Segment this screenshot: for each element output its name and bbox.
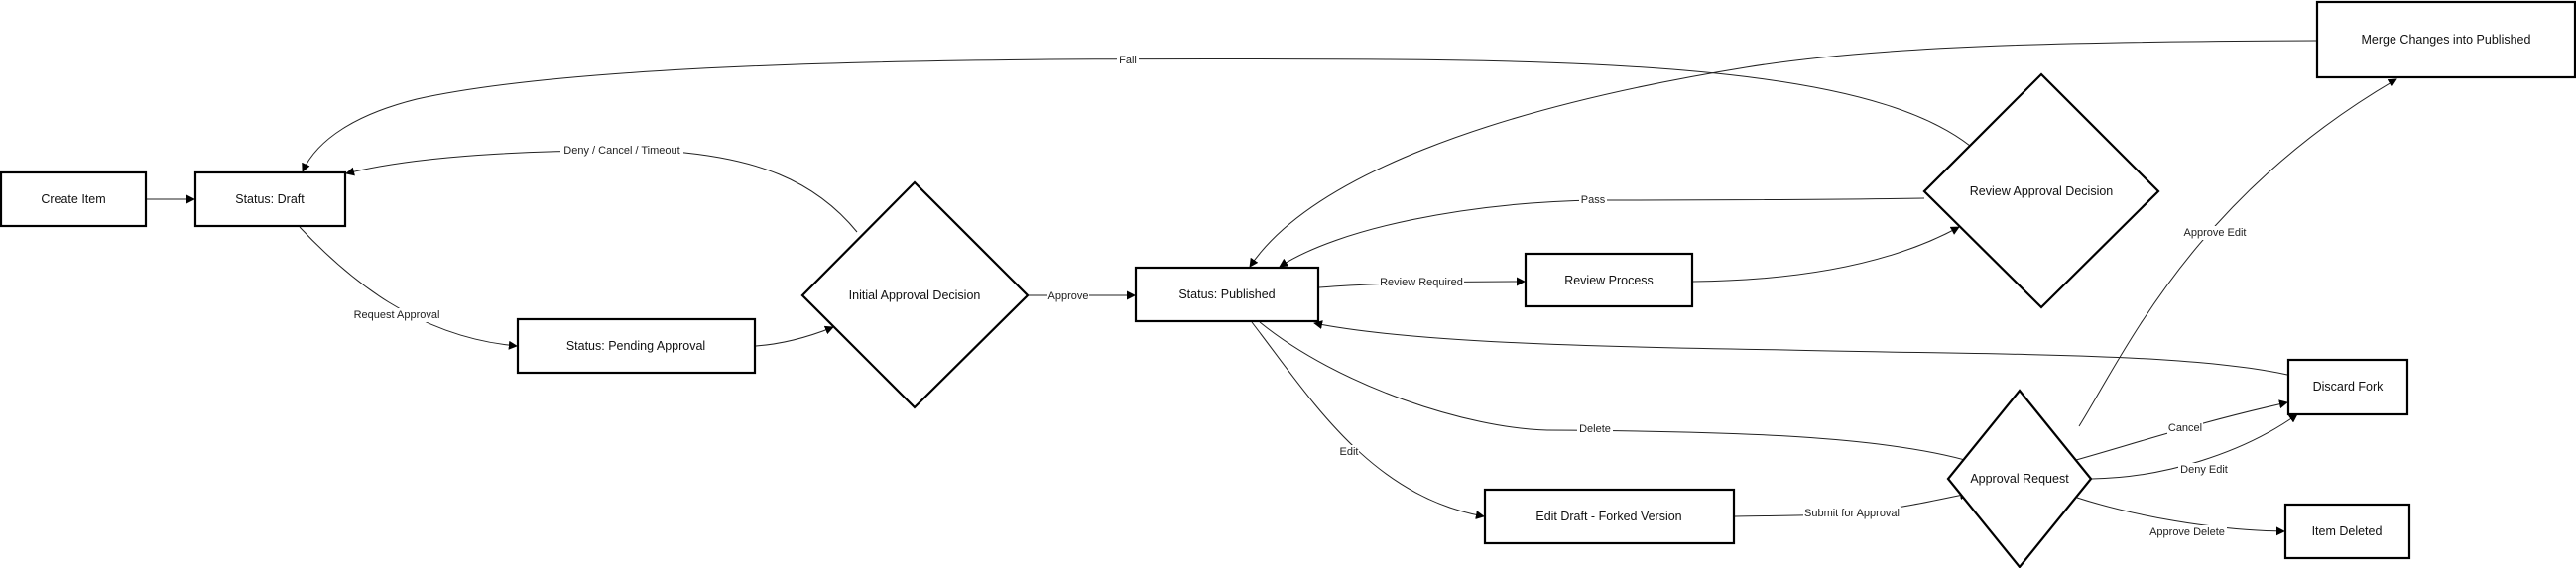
edge-label-text: Deny Edit (2180, 464, 2228, 476)
edge-discard-to-published[interactable] (1313, 320, 2288, 376)
node-status-draft[interactable]: Status: Draft (193, 170, 347, 228)
node-label: Edit Draft - Forked Version (1535, 510, 1681, 523)
edge-label-text: Delete (1579, 423, 1611, 435)
edge-label-text: Approve Delete (2149, 526, 2225, 538)
edge-label-text: Request Approval (354, 309, 440, 321)
node-approval-request[interactable]: Approval Request (1946, 389, 2093, 568)
node-label: Initial Approval Decision (849, 288, 981, 302)
node-label: Approval Request (1970, 472, 2069, 486)
edge-label-text: Pass (1581, 194, 1606, 206)
edge-label-text: Submit for Approval (1804, 508, 1900, 519)
edge-label-deny-edit: Deny Edit (2178, 463, 2230, 477)
node-review-process[interactable]: Review Process (1524, 252, 1694, 308)
edge-edit[interactable] (1251, 321, 1485, 519)
node-status-published[interactable]: Status: Published (1134, 266, 1320, 323)
node-label: Status: Draft (235, 192, 305, 206)
node-label: Status: Pending Approval (566, 339, 705, 353)
edge-merge-to-published[interactable] (1249, 40, 2317, 268)
edge-label-edit: Edit (1339, 445, 1359, 459)
edge-label-text: Cancel (2168, 422, 2202, 434)
node-discard-fork[interactable]: Discard Fork (2286, 358, 2409, 416)
edge-fail[interactable] (302, 57, 1971, 172)
edge-label-text: Fail (1119, 55, 1137, 66)
node-initial-approval-decision[interactable]: Initial Approval Decision (800, 180, 1030, 409)
node-review-approval-decision[interactable]: Review Approval Decision (1922, 72, 2160, 309)
edge-approve-edit[interactable] (2078, 78, 2397, 427)
edge-label-text: Approve (1048, 290, 1089, 302)
edge-deny-edit[interactable] (2091, 413, 2298, 480)
edge-pending-to-initial[interactable] (755, 325, 834, 347)
edge-deny-cancel-timeout[interactable] (345, 150, 858, 233)
edge-labels: Request Approval Deny / Cancel / Timeout… (349, 54, 2248, 539)
node-label: Item Deleted (2312, 524, 2383, 538)
edge-label-pass: Pass (1579, 193, 1607, 207)
edge-label-fail: Fail (1117, 54, 1139, 67)
node-label: Review Approval Decision (1970, 184, 2114, 198)
edge-label-request-approval: Request Approval (349, 308, 444, 322)
edge-label-delete: Delete (1577, 422, 1613, 436)
edge-approve-delete[interactable] (2076, 497, 2285, 536)
edge-label-text: Review Required (1380, 277, 1463, 288)
edge-label-cancel: Cancel (2167, 421, 2203, 435)
node-label: Create Item (41, 192, 105, 206)
node-create-item[interactable]: Create Item (0, 170, 148, 228)
edge-label-review-required: Review Required (1379, 276, 1464, 289)
node-label: Status: Published (1178, 287, 1275, 301)
edge-label-text: Approve Edit (2184, 227, 2247, 239)
node-label: Merge Changes into Published (2362, 33, 2531, 47)
edge-label-submit-for-approval: Submit for Approval (1803, 507, 1901, 520)
node-pending-approval[interactable]: Status: Pending Approval (516, 317, 757, 375)
edge-request-approval[interactable] (299, 226, 518, 350)
node-edit-draft-forked[interactable]: Edit Draft - Forked Version (1483, 488, 1736, 545)
edge-label-deny-cancel-timeout: Deny / Cancel / Timeout (560, 144, 683, 158)
node-item-deleted[interactable]: Item Deleted (2283, 503, 2411, 560)
edge-label-text: Edit (1340, 446, 1359, 458)
edge-delete[interactable] (1259, 321, 1973, 465)
edge-label-approve-edit: Approve Edit (2182, 226, 2248, 240)
edge-label-text: Deny / Cancel / Timeout (563, 145, 679, 157)
node-label: Discard Fork (2313, 380, 2385, 394)
node-merge-changes[interactable]: Merge Changes into Published (2315, 0, 2576, 79)
edges (147, 40, 2397, 536)
edge-review-to-decision[interactable] (1692, 226, 1960, 283)
edge-label-approve-delete: Approve Delete (2147, 525, 2227, 539)
edge-label-approve: Approve (1047, 289, 1089, 303)
node-label: Review Process (1564, 274, 1654, 287)
